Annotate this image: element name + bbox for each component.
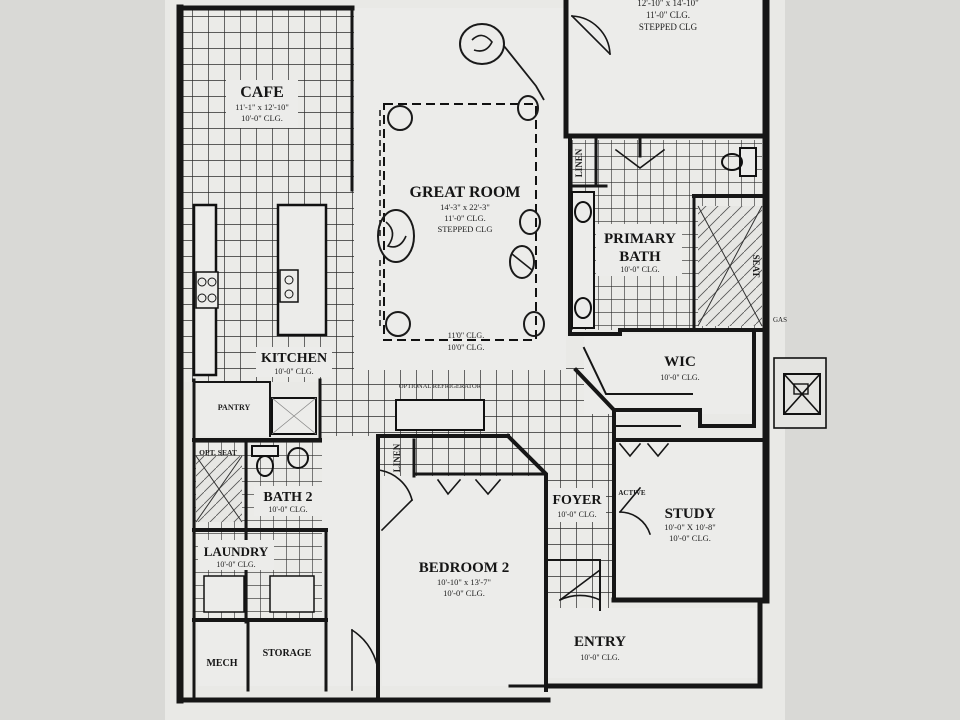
cafe-dims: 11'-1" x 12'-10" (235, 102, 289, 112)
great-room-dims: 14'-3" x 22'-3" (440, 202, 490, 212)
laundry-title: LAUNDRY (204, 544, 269, 559)
entry-floor (548, 608, 758, 678)
top-room-clg: 11'-0" CLG. (646, 10, 690, 20)
bath2-title: BATH 2 (263, 490, 312, 505)
primary-bath-title1: PRIMARY (604, 231, 676, 247)
study-clg: 10'-0" CLG. (669, 533, 711, 543)
top-room-dims: 12'-10" x 14'-10" (637, 0, 699, 8)
ceiling-fixture-mark (523, 311, 545, 337)
seat-label: SEAT (751, 255, 761, 278)
kitchen-title: KITCHEN (261, 351, 327, 366)
great-room-details (377, 23, 545, 341)
mech-floor (198, 622, 246, 686)
top-room-floor (568, 0, 764, 136)
active-door-label: ACTIVE (618, 489, 646, 497)
sketch-mark (377, 209, 415, 263)
cafe-title: CAFE (240, 84, 284, 101)
kitchen-fixtures (192, 203, 485, 435)
study-dims: 10'-0" X 10'-8" (664, 522, 716, 532)
top-room-clg2: STEPPED CLG (639, 22, 698, 32)
optional-refrigerator-box (395, 399, 485, 431)
bedroom2-clg: 10'-0" CLG. (443, 588, 485, 598)
linen-bed-label: LINEN (392, 443, 402, 472)
pantry-floor (200, 382, 270, 436)
bath2-clg: 10'-0" CLG. (268, 505, 307, 514)
ceiling-fixture-mark (387, 105, 413, 131)
wic-clg: 10'-0" CLG. (660, 373, 699, 382)
mech-title: MECH (206, 658, 237, 669)
primary-bath-label-box (596, 224, 682, 276)
entry-clg: 10'-0" CLG. (580, 653, 619, 662)
great-room-low-clg2: 10'0" CLG. (448, 343, 485, 352)
island-sink (279, 269, 299, 303)
bedroom2-dims: 10'-10" x 13'-7" (437, 577, 491, 587)
bedroom2-title: BEDROOM 2 (419, 560, 509, 576)
great-room-title: GREAT ROOM (410, 184, 521, 201)
washer (203, 575, 245, 613)
carpet-rooms (198, 0, 764, 686)
optional-refrigerator-label: OPTIONAL REFRIGERATOR (399, 383, 482, 390)
walls (176, 0, 770, 704)
opt-seat-label: OPT. SEAT (199, 448, 237, 457)
great-room-clg: 11'-0" CLG. (444, 213, 486, 223)
stepped-ceiling-outline (383, 103, 537, 341)
cooktop (195, 271, 219, 309)
kitchen-clg: 10'-0" CLG. (274, 367, 313, 376)
showers (195, 205, 763, 523)
storage-title: STORAGE (263, 648, 312, 659)
ceiling-fixture-mark (509, 245, 535, 279)
dryer (269, 575, 315, 613)
primary-bath-title2: BATH (619, 249, 661, 265)
laundry-clg: 10'-0" CLG. (216, 560, 255, 569)
wic-floor (584, 334, 752, 414)
bedroom2-floor (382, 476, 546, 686)
primary-toilet-tank (739, 147, 757, 177)
ceiling-fixture-mark (385, 311, 411, 337)
hall-floor (322, 440, 378, 686)
foyer-title: FOYER (553, 493, 603, 508)
great-room-floor (354, 8, 566, 370)
bath-fixtures (203, 147, 757, 613)
gas-box (773, 357, 827, 429)
cafe-clg: 10'-0" CLG. (241, 113, 283, 123)
great-room-low-clg1: 11'0" CLG. (448, 331, 484, 340)
storage-floor (250, 622, 324, 686)
wic-title: WIC (664, 354, 696, 370)
sketch-mark (459, 23, 505, 65)
gas-label: GAS (773, 316, 787, 324)
pantry-label: PANTRY (218, 403, 251, 412)
doors (350, 14, 670, 691)
study-title: STUDY (665, 506, 716, 522)
bath2-toilet-tank (251, 445, 279, 457)
primary-bath-clg: 10'-0" CLG. (620, 265, 659, 274)
great-room-clg2: STEPPED CLG (437, 224, 492, 234)
entry-title: ENTRY (574, 634, 626, 650)
ceiling-fixture-mark (519, 209, 541, 235)
primary-vanity (571, 191, 595, 329)
study-floor (614, 440, 764, 600)
linen-top-label: LINEN (574, 148, 584, 177)
ceiling-fixture-mark (517, 95, 539, 121)
foyer-clg: 10'-0" CLG. (557, 510, 596, 519)
